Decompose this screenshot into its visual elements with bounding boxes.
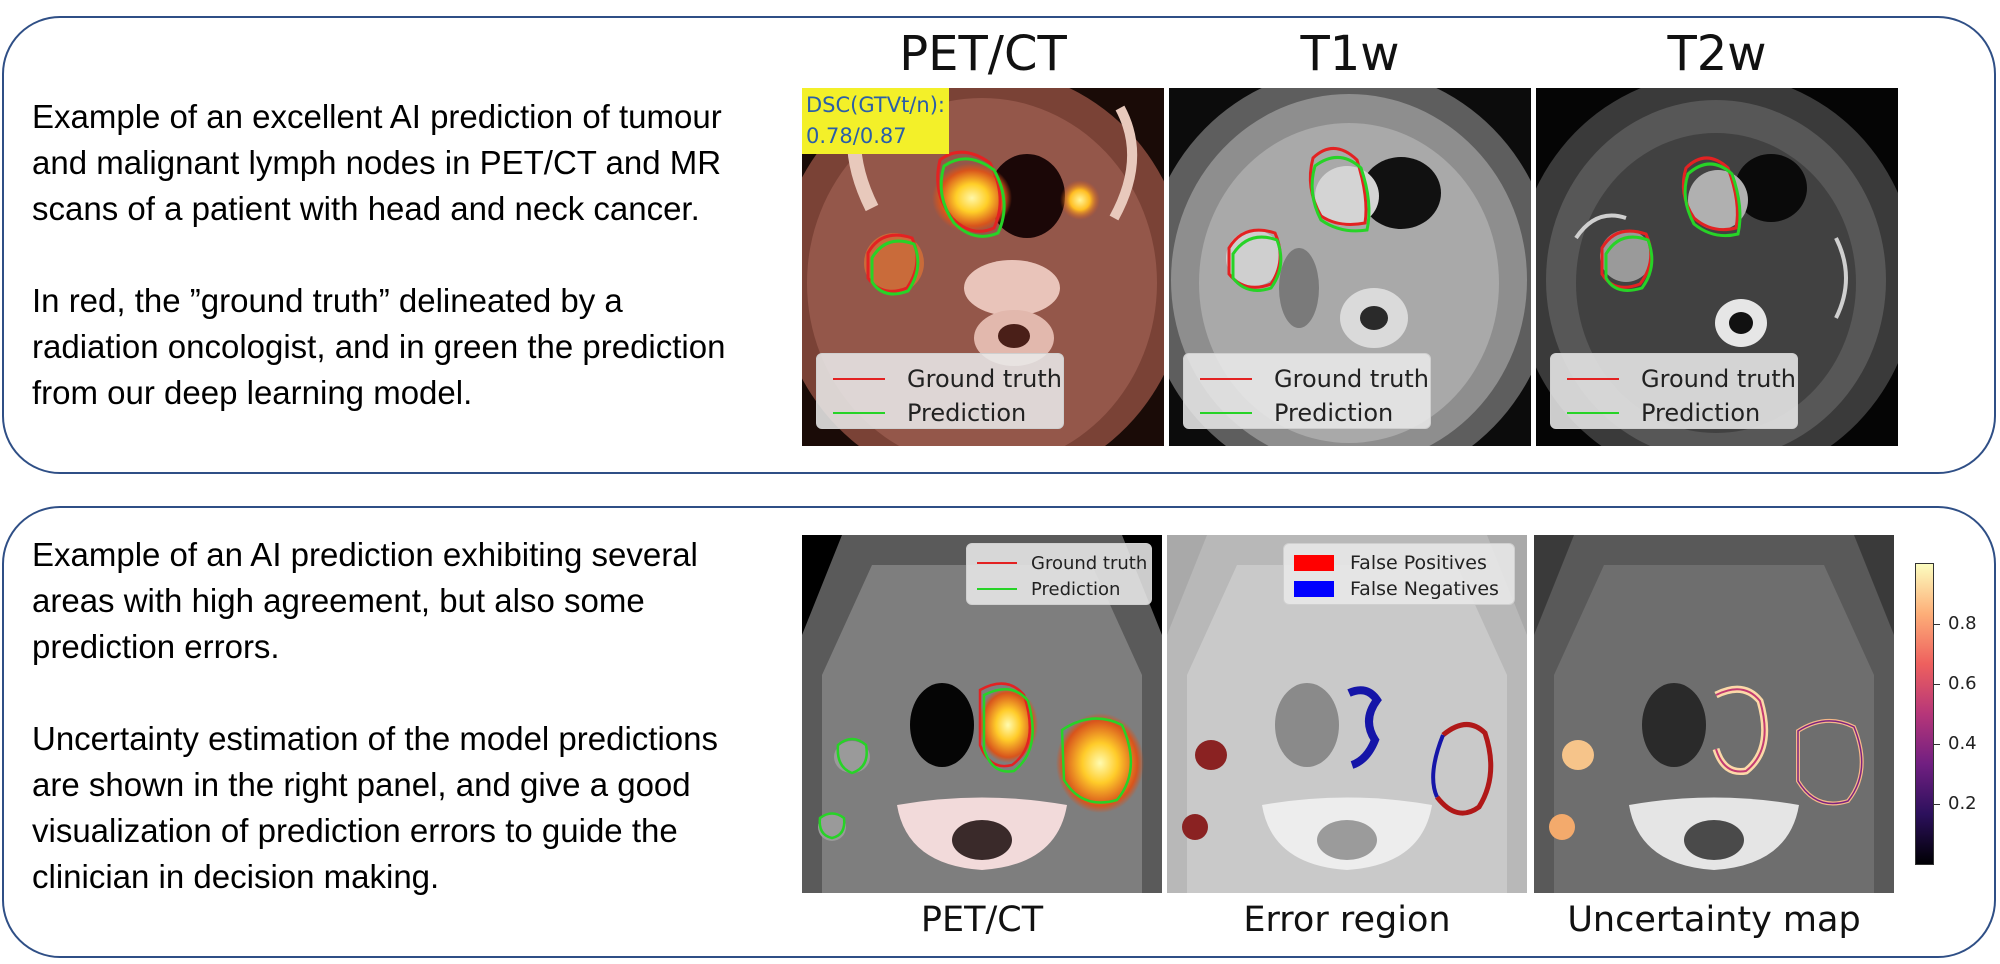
bottom-title-petct: PET/CT (920, 900, 1044, 940)
bottom-petct-scan: Ground truth Prediction (802, 535, 1162, 893)
prediction-line-icon (977, 588, 1017, 590)
legend-ground-truth: Ground truth (1031, 552, 1148, 574)
false-positive-swatch-icon (1294, 555, 1334, 571)
ground-truth-line-icon (833, 378, 885, 380)
ground-truth-line-icon (977, 562, 1017, 564)
legend-false-negatives: False Negatives (1350, 578, 1499, 600)
ground-truth-line-icon (1200, 378, 1252, 380)
top-title-t1w: T1w (1300, 26, 1400, 82)
top-petct-legend: Ground truth Prediction (816, 353, 1064, 429)
bottom-error-region-scan: False Positives False Negatives (1167, 535, 1527, 893)
bottom-petct-legend: Ground truth Prediction (966, 543, 1152, 605)
error-region-legend: False Positives False Negatives (1283, 543, 1515, 605)
legend-prediction: Prediction (1641, 399, 1761, 427)
bottom-title-uncertainty-map: Uncertainty map (1567, 900, 1861, 940)
dsc-label: DSC(GTVt/n): (806, 93, 945, 117)
uncertainty-colorbar (1915, 563, 1934, 865)
prediction-line-icon (1567, 412, 1619, 414)
legend-prediction: Prediction (1031, 578, 1121, 600)
bottom-uncertainty-scan (1534, 535, 1894, 893)
bottom-description-2: Uncertainty estimation of the model pred… (32, 720, 719, 895)
bottom-description-1: Example of an AI prediction exhibiting s… (32, 536, 698, 665)
colorbar-tick-0-4: 0.4 (1933, 733, 1977, 754)
legend-prediction: Prediction (907, 399, 1027, 427)
legend-prediction: Prediction (1274, 399, 1394, 427)
prediction-line-icon (833, 412, 885, 414)
legend-ground-truth: Ground truth (1274, 365, 1430, 393)
legend-false-positives: False Positives (1350, 552, 1487, 574)
colorbar-tick-0-2: 0.2 (1933, 793, 1977, 814)
top-petct-scan: DSC(GTVt/n): 0.78/0.87 Ground truth Pred… (802, 88, 1164, 446)
top-description-1: Example of an excellent AI prediction of… (32, 98, 722, 227)
ground-truth-line-icon (1567, 378, 1619, 380)
top-t2w-scan: Ground truth Prediction (1536, 88, 1898, 446)
colorbar-tick-0-8: 0.8 (1933, 613, 1977, 634)
dsc-value: 0.78/0.87 (806, 124, 907, 148)
top-t2w-legend: Ground truth Prediction (1550, 353, 1798, 429)
false-negative-swatch-icon (1294, 581, 1334, 597)
legend-ground-truth: Ground truth (907, 365, 1063, 393)
legend-ground-truth: Ground truth (1641, 365, 1797, 393)
top-t1w-scan: Ground truth Prediction (1169, 88, 1531, 446)
colorbar-tick-0-6: 0.6 (1933, 673, 1977, 694)
prediction-line-icon (1200, 412, 1252, 414)
top-t1w-legend: Ground truth Prediction (1183, 353, 1431, 429)
top-description-2: In red, the ”ground truth” delineated by… (32, 282, 726, 411)
bottom-title-error-region: Error region (1243, 900, 1451, 940)
top-title-petct: PET/CT (899, 26, 1067, 82)
top-title-t2w: T2w (1667, 26, 1767, 82)
dsc-score-badge: DSC(GTVt/n): 0.78/0.87 (802, 88, 949, 154)
